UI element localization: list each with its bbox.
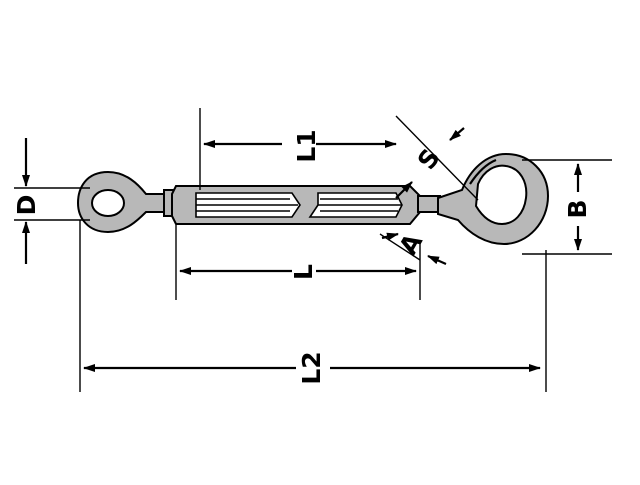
dimension-L1: L1 <box>203 129 397 163</box>
dimension-L2: L2 <box>83 351 541 385</box>
label-A: A <box>393 228 428 260</box>
label-L: L <box>289 264 318 280</box>
label-D: D <box>12 195 41 216</box>
label-L1: L1 <box>292 129 321 162</box>
turnbuckle-body <box>171 185 421 225</box>
dimension-D: D <box>12 138 41 264</box>
dimension-A: A <box>381 228 447 266</box>
turnbuckle-part <box>76 152 550 246</box>
eye-end <box>76 170 167 234</box>
label-L2: L2 <box>297 351 326 384</box>
label-S: S <box>412 143 446 174</box>
label-B: B <box>563 199 592 218</box>
dimension-S: S <box>395 127 465 199</box>
dimension-B: B <box>563 163 592 251</box>
right-stud <box>417 195 441 213</box>
hook-end <box>437 152 550 246</box>
dimension-L: L <box>179 264 417 280</box>
